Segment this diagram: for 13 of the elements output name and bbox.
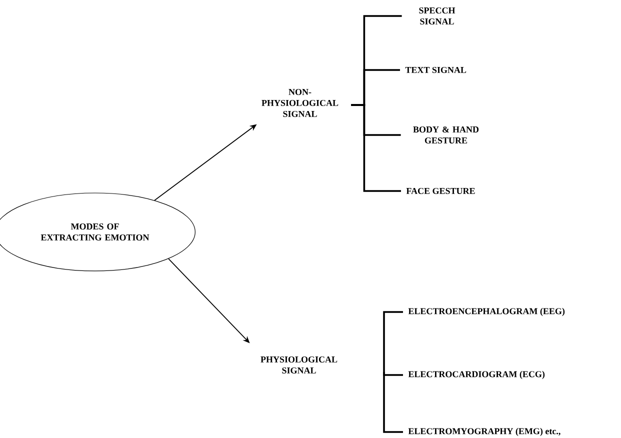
bracket-line — [383, 372, 403, 433]
bracket-line — [351, 104, 401, 192]
category-label: PHYSIOLOGICAL SIGNAL — [260, 356, 338, 374]
leaf-label: BODY & HAND GESTURE — [413, 126, 479, 144]
category-label: NON-PHYSIOLOGICAL SIGNAL — [262, 88, 338, 118]
bracket-line — [383, 372, 403, 376]
leaf-label: ELECTROCARDIOGRAM (ECG) — [408, 370, 545, 380]
leaf-label: TEXT SIGNAL — [405, 66, 466, 74]
leaf-label: ELECTROMYOGRAPHY (EMG) etc., — [408, 428, 560, 436]
leaf-label: FACE GESTURE — [406, 188, 475, 194]
leaf-label: ELECTROENCEPHALOGRAM (EEG) — [408, 308, 565, 316]
bracket-line — [383, 311, 403, 372]
leaf-label: SPECCH SIGNAL — [419, 7, 456, 25]
